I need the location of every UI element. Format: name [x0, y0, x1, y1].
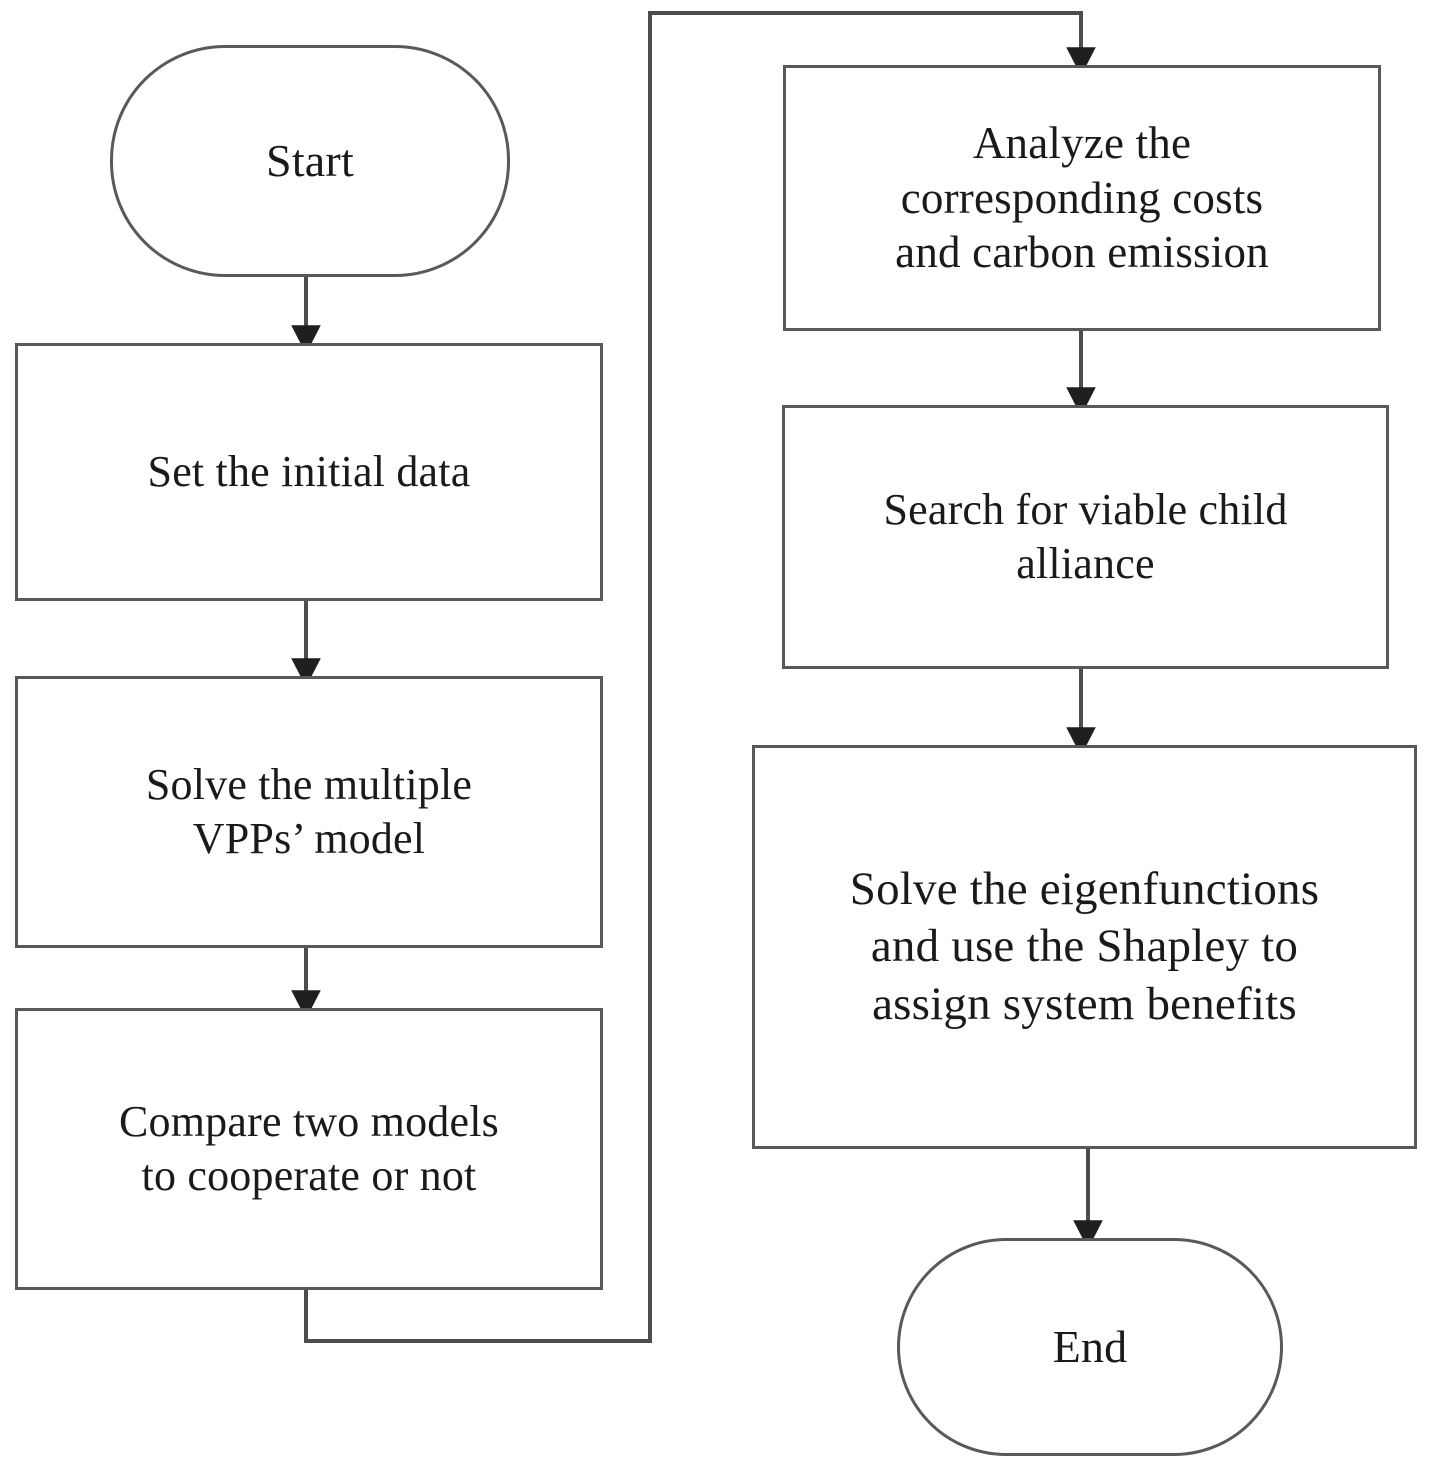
node-end[interactable]: End — [897, 1238, 1283, 1456]
node-analyze-costs-and-carbon-emission-label: Analyze the corresponding costs and carb… — [895, 117, 1269, 278]
node-search-viable-child-alliance-label: Search for viable child alliance — [883, 485, 1288, 588]
node-end-label: End — [1052, 1320, 1128, 1372]
edge-compare-to-analyze — [304, 11, 1096, 1343]
node-analyze-costs-and-carbon-emission[interactable]: Analyze the corresponding costs and carb… — [783, 65, 1381, 331]
node-set-initial-data[interactable]: Set the initial data — [15, 343, 603, 601]
node-compare-two-models[interactable]: Compare two models to cooperate or not — [15, 1008, 603, 1290]
node-start-label: Start — [266, 134, 354, 186]
node-search-viable-child-alliance[interactable]: Search for viable child alliance — [782, 405, 1389, 669]
node-solve-multiple-vpps-model-label: Solve the multiple VPPs’ model — [145, 760, 473, 863]
node-start[interactable]: Start — [110, 45, 510, 277]
node-set-initial-data-label: Set the initial data — [147, 447, 471, 497]
node-compare-two-models-label: Compare two models to cooperate or not — [119, 1097, 499, 1200]
node-solve-eigenfunctions-shapley-label: Solve the eigenfunctions and use the Sha… — [849, 863, 1320, 1030]
node-solve-multiple-vpps-model[interactable]: Solve the multiple VPPs’ model — [15, 676, 603, 948]
node-solve-eigenfunctions-shapley[interactable]: Solve the eigenfunctions and use the Sha… — [752, 745, 1417, 1149]
